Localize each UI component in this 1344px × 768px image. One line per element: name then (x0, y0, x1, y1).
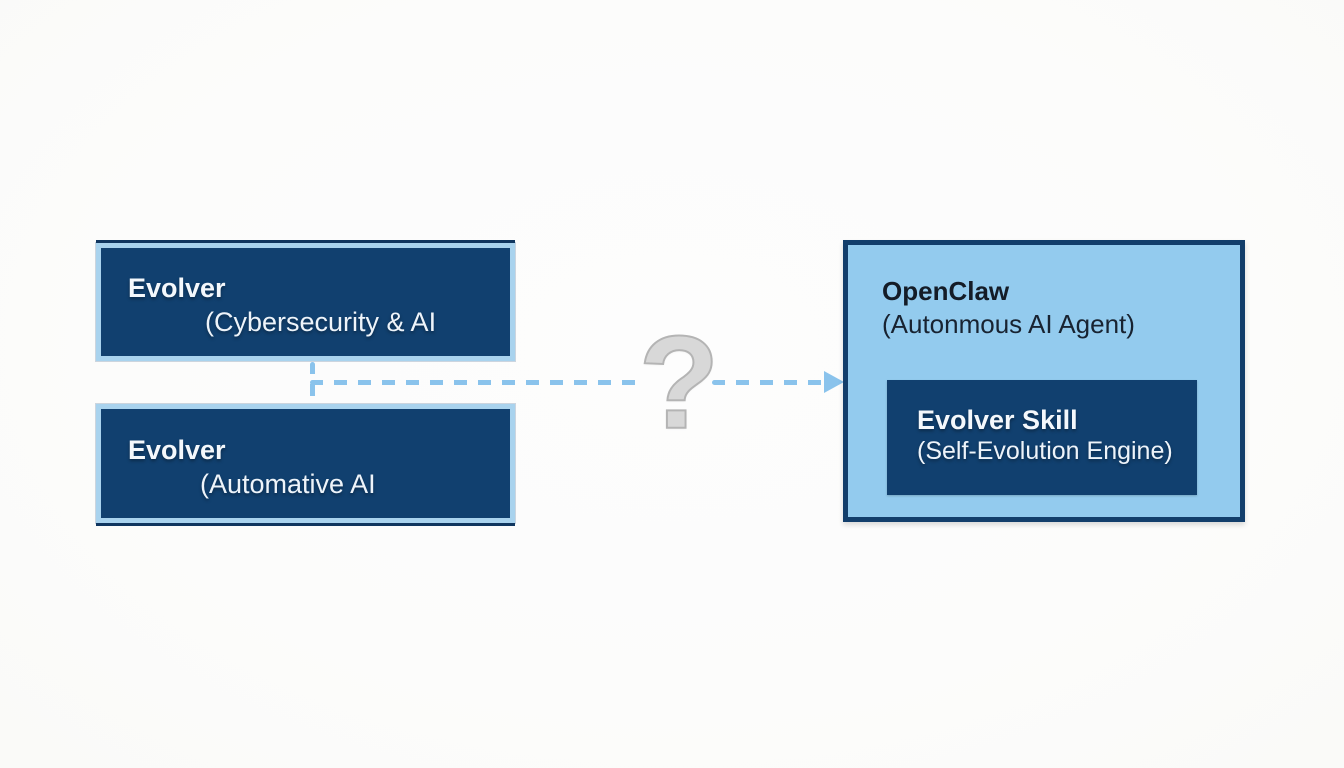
connector-dashed-line-left (310, 380, 640, 385)
node-content: OpenClaw (Autonmous AI Agent) (848, 245, 1240, 340)
arrowhead-icon (824, 371, 844, 393)
node-subtitle: (Autonmous AI Agent) (882, 309, 1135, 339)
node-title: Evolver (128, 273, 226, 303)
node-content: Evolver (Automative AI (101, 409, 510, 499)
node-evolver-cybersecurity: Evolver (Cybersecurity & AI (96, 243, 515, 361)
node-subtitle: (Self-Evolution Engine) (917, 437, 1173, 465)
node-title: OpenClaw (882, 276, 1010, 306)
node-content: Evolver Skill (Self-Evolution Engine) (887, 380, 1197, 466)
connector-dashed-line-right (712, 380, 824, 385)
node-title: Evolver (128, 435, 226, 465)
question-mark: ? (638, 308, 721, 456)
node-evolver-automative: Evolver (Automative AI (96, 404, 515, 523)
node-evolver-skill: Evolver Skill (Self-Evolution Engine) (887, 380, 1197, 495)
node-content: Evolver (Cybersecurity & AI (101, 248, 510, 337)
node-title: Evolver Skill (917, 405, 1078, 435)
node-subtitle: (Automative AI (200, 469, 376, 499)
node-subtitle: (Cybersecurity & AI (205, 307, 437, 337)
